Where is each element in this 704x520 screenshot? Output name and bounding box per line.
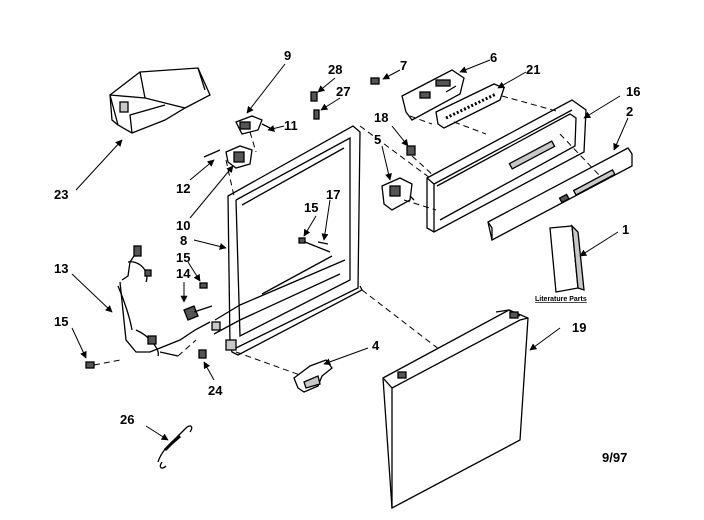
part-26-spring <box>157 425 193 469</box>
literature-parts-label: Literature Parts <box>535 296 587 303</box>
callout-labels: 9 28 27 11 12 10 8 7 6 21 18 5 16 2 1 19… <box>54 48 640 465</box>
callout-15-harness: 15 <box>176 250 190 265</box>
callout-10: 10 <box>176 218 190 233</box>
callout-15-frame: 15 <box>304 200 318 215</box>
callout-21: 21 <box>526 62 540 77</box>
part-6-control-board <box>401 69 465 121</box>
callout-28: 28 <box>328 62 342 77</box>
callout-19: 19 <box>572 320 586 335</box>
callout-4: 4 <box>372 338 380 353</box>
part-12-pin <box>203 149 221 158</box>
part-9-hinge <box>235 115 271 135</box>
part-1-literature <box>549 224 585 293</box>
callout-18: 18 <box>374 110 388 125</box>
callout-23: 23 <box>54 187 68 202</box>
part-2-panel <box>487 147 633 241</box>
callout-11: 11 <box>284 118 298 133</box>
part-16-console <box>426 99 587 233</box>
callout-27: 27 <box>336 84 350 99</box>
callout-1: 1 <box>622 222 629 237</box>
callout-8: 8 <box>180 233 187 248</box>
part-23-cover <box>109 67 211 134</box>
callout-7: 7 <box>400 58 407 73</box>
part-15-screw-harness <box>199 282 208 289</box>
callout-5: 5 <box>374 132 381 147</box>
callout-12: 12 <box>176 181 190 196</box>
callout-2: 2 <box>626 104 633 119</box>
assembly-guides <box>93 95 601 376</box>
callout-15-bottom: 15 <box>54 314 68 329</box>
part-5-switch <box>381 177 415 211</box>
part-14-switch <box>183 305 213 321</box>
callout-16: 16 <box>626 84 640 99</box>
part-10-bracket <box>225 145 253 169</box>
callout-13: 13 <box>54 261 68 276</box>
part-19-outer-door <box>382 309 529 510</box>
part-24-screw <box>198 349 207 359</box>
callout-24: 24 <box>208 383 223 398</box>
callout-6: 6 <box>490 50 497 65</box>
callout-26: 26 <box>120 412 134 427</box>
part-8-door-frame <box>211 125 363 356</box>
part-15-screw-bottom <box>85 361 95 369</box>
callout-9: 9 <box>284 48 291 63</box>
part-17-fastener <box>317 241 329 245</box>
part-13-wire-harness <box>117 245 211 357</box>
part-21-keypad <box>435 83 505 129</box>
date-code: 9/97 <box>602 450 627 465</box>
leader-lines <box>71 59 629 441</box>
part-27-screw <box>313 109 320 120</box>
part-15-screw-frame <box>298 237 306 244</box>
callout-14: 14 <box>176 266 191 281</box>
part-4-latch <box>293 359 333 393</box>
callout-17: 17 <box>326 187 340 202</box>
part-7-screw <box>370 77 380 85</box>
part-18-clip <box>406 145 416 156</box>
part-28-clip <box>310 91 318 102</box>
